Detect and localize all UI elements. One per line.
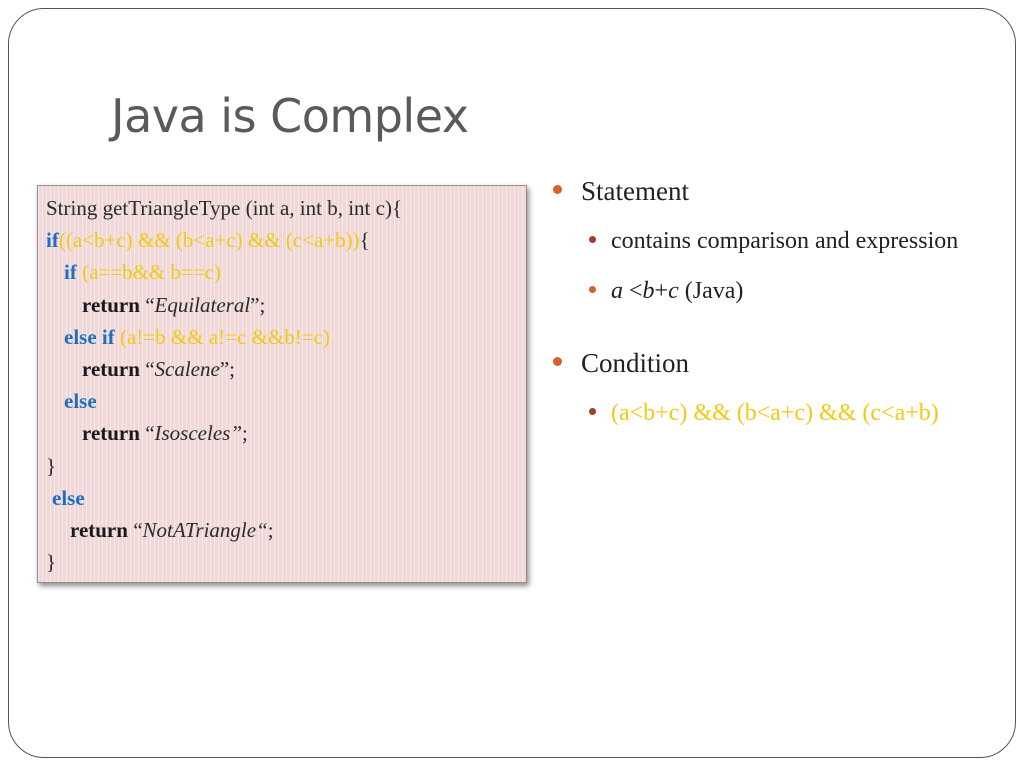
sub-bullet-condition-text: (a<b+c) && (b<a+c) && (c<a+b) [611, 400, 939, 426]
code-quote: ; [242, 421, 248, 446]
expr-var-a: a [611, 278, 623, 304]
code-quote: ”; [219, 356, 235, 381]
code-line-close-brace: } [46, 450, 526, 482]
expr-var-b: b [642, 278, 655, 304]
bullet-list: Statement contains comparison and expres… [549, 173, 979, 433]
code-string-isosceles: Isosceles” [154, 421, 243, 446]
code-outer-condition: ((a<b+c) && (b<a+c) && (c<a+b)) [58, 228, 360, 253]
bullet-condition-label: Condition [581, 348, 690, 378]
code-line-final-brace: } [46, 546, 526, 578]
code-line-return-scalene: return “Scalene”; [46, 353, 526, 385]
code-close-brace: } [46, 453, 57, 478]
code-line-inner-if: if (a==b&& b==c) [46, 256, 526, 288]
code-line-return-not-triangle: return “NotATriangle“; [46, 514, 526, 546]
code-line-signature: String getTriangleType (int a, int b, in… [46, 192, 526, 224]
code-quote: “ [133, 517, 143, 542]
sub-bullet-java-expression: a <b+c (Java) [549, 271, 979, 311]
code-if-keyword: if [46, 228, 59, 253]
sub-bullet-dot-icon [589, 236, 596, 243]
code-string-not-a-triangle: NotATriangle“ [142, 517, 268, 542]
slide: Java is Complex String getTriangleType (… [8, 8, 1016, 758]
code-line-return-isosceles: return “Isosceles”; [46, 417, 526, 449]
code-else-keyword: else [64, 389, 97, 414]
sub-bullet-comparison-text: contains comparison and expression [611, 228, 959, 254]
expr-less-than: < [623, 278, 643, 304]
code-string-scalene: Scalene [154, 356, 220, 381]
code-line-return-equilateral: return “Equilateral”; [46, 289, 526, 321]
bullet-dot-icon [553, 357, 562, 366]
code-signature: String getTriangleType (int a, int b, in… [46, 196, 403, 220]
code-return-keyword: return [82, 292, 140, 317]
code-inner-if-keyword: if [64, 260, 77, 285]
code-quote: ; [267, 517, 274, 542]
code-return-keyword: return [70, 517, 128, 542]
code-line-outer-if: if((a<b+c) && (b<a+c) && (c<a+b)){ [46, 224, 526, 256]
code-return-keyword: return [82, 356, 140, 381]
expr-plus: + [654, 278, 669, 304]
code-string-equilateral: Equilateral [154, 292, 251, 317]
sub-bullet-dot-icon [589, 286, 596, 293]
code-else-if-keyword: else if [64, 324, 115, 349]
code-line-outer-else: else [46, 482, 526, 514]
code-quote: “ [145, 356, 155, 381]
code-line-else-if: else if (a!=b && a!=c &&b!=c) [46, 321, 526, 353]
slide-title: Java is Complex [111, 89, 469, 143]
sub-bullet-dot-icon [589, 408, 596, 415]
code-quote: “ [145, 421, 155, 446]
bullet-statement: Statement [549, 173, 979, 209]
sub-bullet-condition-expression: (a<b+c) && (b<a+c) && (c<a+b) [549, 393, 979, 433]
expr-var-c: c [668, 278, 679, 304]
expr-java-suffix: (Java) [678, 278, 744, 304]
sub-bullet-comparison: contains comparison and expression [549, 221, 979, 261]
code-return-keyword: return [82, 421, 140, 446]
bullet-condition: Condition [549, 345, 979, 381]
code-line-else: else [46, 385, 526, 417]
code-outer-else-keyword: else [52, 485, 85, 510]
code-quote: ”; [250, 292, 266, 317]
code-quote: “ [145, 292, 155, 317]
code-final-brace: } [46, 550, 57, 575]
bullet-dot-icon [553, 185, 562, 194]
code-block: String getTriangleType (int a, int b, in… [37, 185, 527, 583]
bullet-statement-label: Statement [581, 176, 689, 206]
code-inner-condition: (a==b&& b==c) [82, 260, 221, 285]
code-open-brace: { [359, 228, 370, 253]
code-else-if-condition: (a!=b && a!=c &&b!=c) [119, 324, 330, 349]
